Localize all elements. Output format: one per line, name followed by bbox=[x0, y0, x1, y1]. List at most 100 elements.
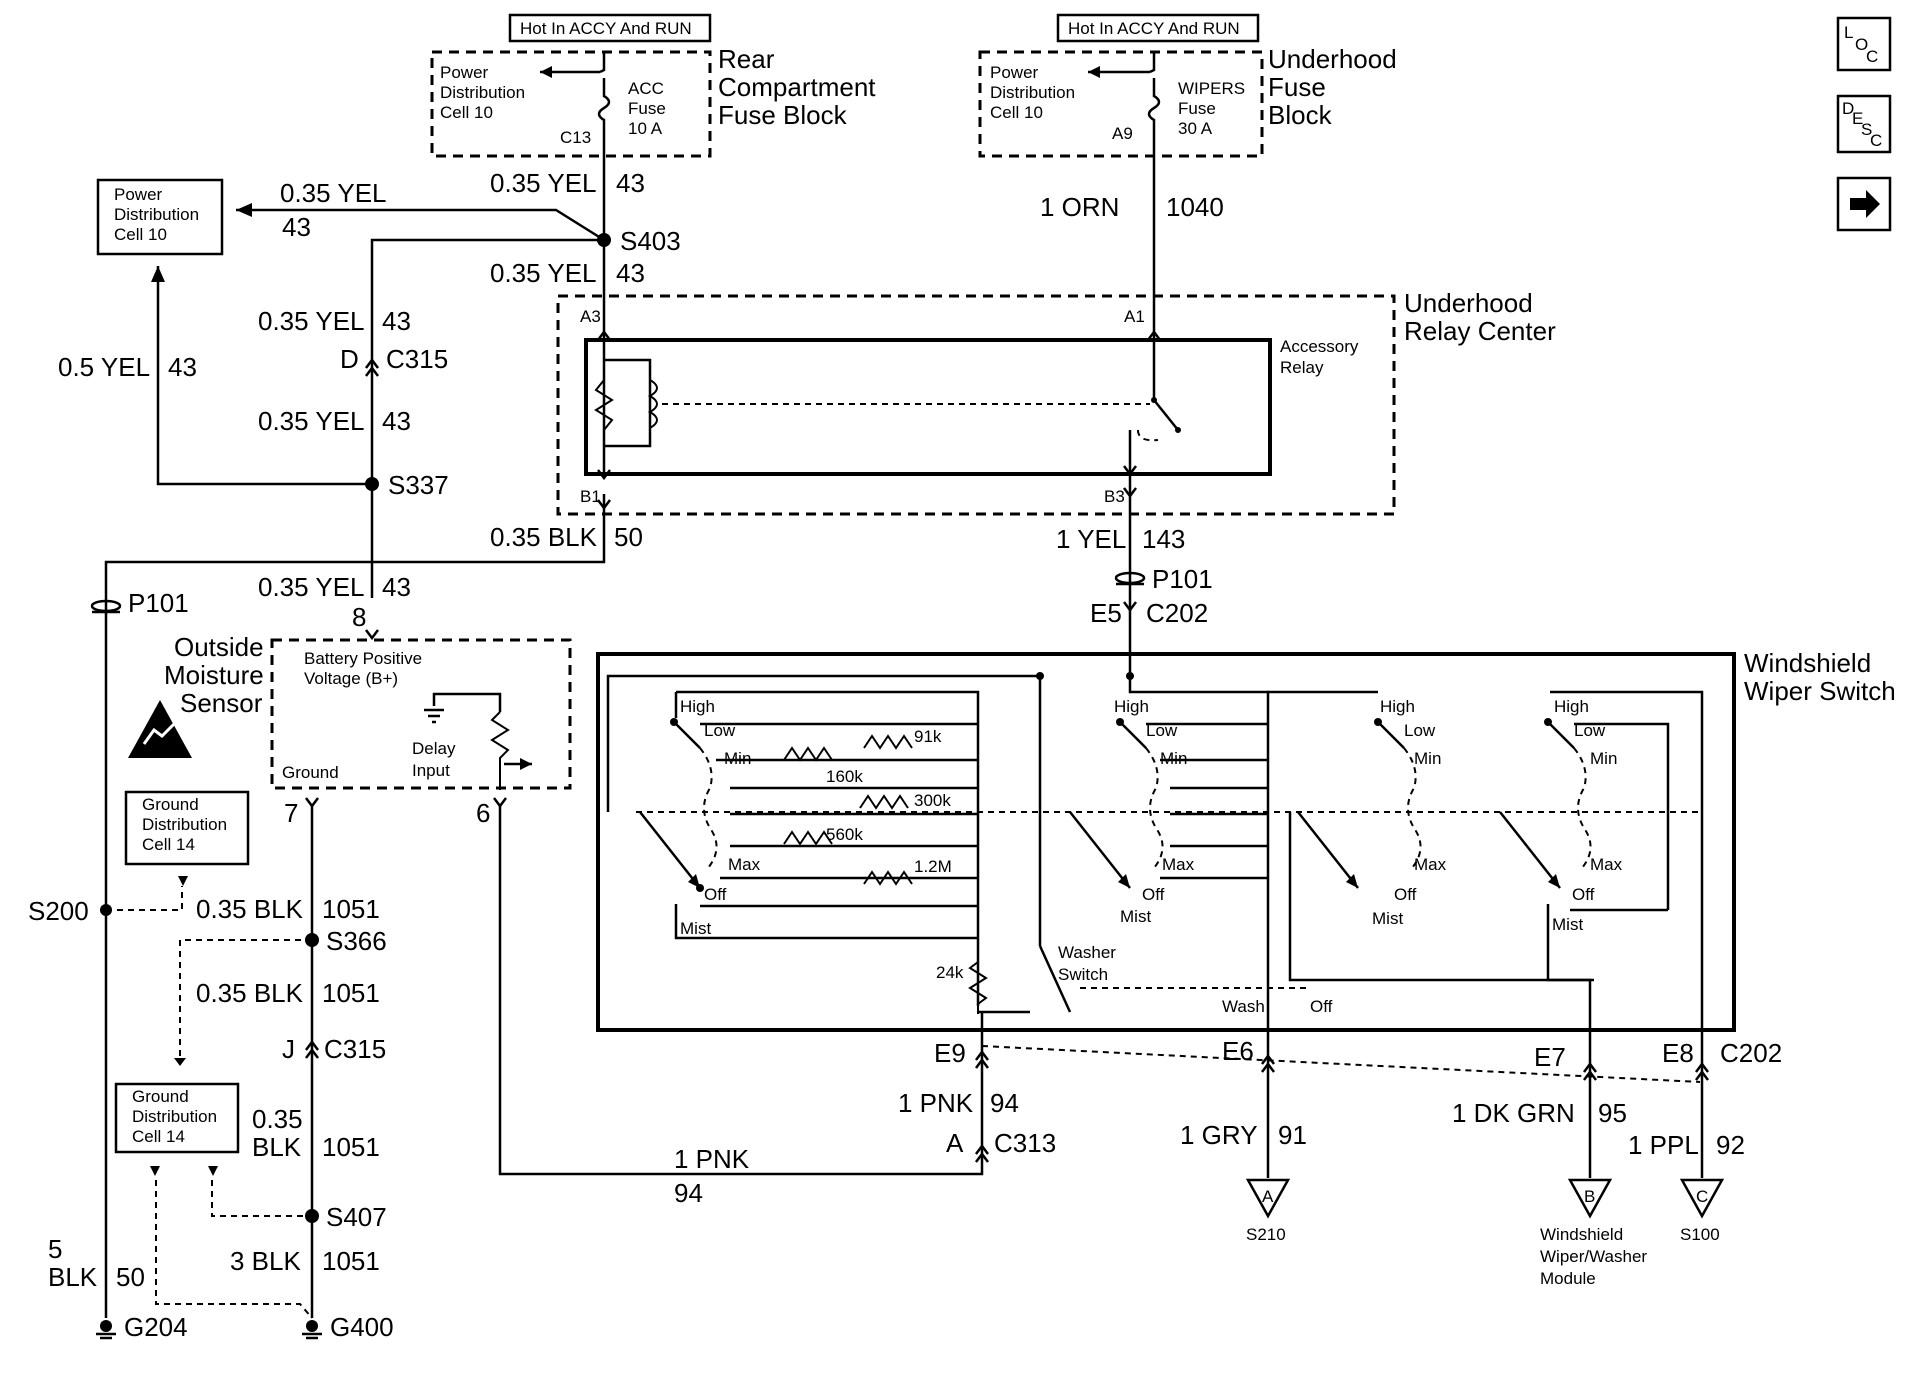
svg-text:S366: S366 bbox=[326, 926, 387, 956]
delay-potentiometer bbox=[490, 711, 510, 790]
svg-text:43: 43 bbox=[616, 168, 645, 198]
svg-text:BLK: BLK bbox=[48, 1262, 98, 1292]
svg-text:Distribution: Distribution bbox=[114, 205, 199, 224]
svg-text:BLK: BLK bbox=[252, 1132, 302, 1162]
svg-text:91: 91 bbox=[1278, 1120, 1307, 1150]
pdc10-a-line1: Power bbox=[440, 63, 489, 82]
svg-text:P101: P101 bbox=[1152, 564, 1213, 594]
svg-text:Block: Block bbox=[1268, 100, 1333, 130]
svg-text:Relay: Relay bbox=[1280, 358, 1324, 377]
svg-text:Module: Module bbox=[1540, 1269, 1596, 1288]
windshield-wiper-switch-box bbox=[596, 652, 1736, 1032]
s100-link-triangle[interactable] bbox=[1679, 1178, 1725, 1219]
svg-text:Battery Positive: Battery Positive bbox=[304, 649, 422, 668]
rear-cfb-label: Rear bbox=[718, 44, 775, 74]
svg-text:Power: Power bbox=[990, 63, 1039, 82]
rear-fuse-block-outline bbox=[430, 50, 712, 158]
svg-text:S403: S403 bbox=[620, 226, 681, 256]
svg-text:O: O bbox=[1855, 35, 1868, 54]
acc-fuse-label: ACC bbox=[628, 79, 664, 98]
svg-text:Accessory: Accessory bbox=[1280, 337, 1359, 356]
svg-text:C: C bbox=[1870, 131, 1882, 150]
svg-text:1 PNK: 1 PNK bbox=[674, 1144, 750, 1174]
svg-text:Max: Max bbox=[728, 855, 761, 874]
s210-link-triangle[interactable] bbox=[1245, 1178, 1291, 1219]
s407-splice bbox=[305, 1209, 319, 1223]
next-arrow-button[interactable] bbox=[1836, 176, 1892, 232]
svg-text:6: 6 bbox=[476, 798, 490, 828]
underhood-fuse-block-outline bbox=[978, 50, 1264, 158]
switch-section-2: High Low Min Max Off Mist Washer Switch bbox=[1038, 690, 1310, 1013]
svg-text:1051: 1051 bbox=[322, 1246, 380, 1276]
loc-button[interactable]: LOC bbox=[1836, 16, 1892, 72]
svg-text:10 A: 10 A bbox=[628, 119, 663, 138]
svg-text:143: 143 bbox=[1142, 524, 1185, 554]
svg-text:43: 43 bbox=[382, 572, 411, 602]
svg-text:Distribution: Distribution bbox=[440, 83, 525, 102]
svg-text:C313: C313 bbox=[994, 1128, 1056, 1158]
svg-text:Underhood: Underhood bbox=[1268, 44, 1397, 74]
svg-text:Underhood: Underhood bbox=[1404, 288, 1533, 318]
g204-ground-icon bbox=[96, 1320, 116, 1340]
svg-text:50: 50 bbox=[614, 522, 643, 552]
svg-text:G400: G400 bbox=[330, 1312, 394, 1342]
svg-text:1.2M: 1.2M bbox=[914, 857, 952, 876]
svg-text:Low: Low bbox=[1404, 721, 1436, 740]
svg-text:Low: Low bbox=[1146, 721, 1178, 740]
svg-text:S: S bbox=[1861, 120, 1872, 139]
wipers-fuse-symbol bbox=[1147, 78, 1161, 300]
svg-text:1051: 1051 bbox=[322, 1132, 380, 1162]
g400-ground-icon bbox=[302, 1320, 322, 1340]
pdc10-box-left bbox=[96, 178, 224, 256]
gdc14-box-b bbox=[114, 1082, 240, 1154]
svg-text:Distribution: Distribution bbox=[990, 83, 1075, 102]
svg-text:Ground: Ground bbox=[142, 795, 199, 814]
svg-text:Max: Max bbox=[1162, 855, 1195, 874]
svg-text:High: High bbox=[680, 697, 715, 716]
svg-text:High: High bbox=[1554, 697, 1589, 716]
switch-section-3: High Low Min Max Off Mist Wash Off bbox=[1222, 690, 1594, 1016]
svg-text:Mist: Mist bbox=[1552, 915, 1583, 934]
svg-text:Ground: Ground bbox=[282, 763, 339, 782]
svg-text:Wash: Wash bbox=[1222, 997, 1265, 1016]
svg-text:1 GRY: 1 GRY bbox=[1180, 1120, 1258, 1150]
svg-text:Max: Max bbox=[1414, 855, 1447, 874]
svg-text:160k: 160k bbox=[826, 767, 863, 786]
svg-text:Fuse: Fuse bbox=[628, 99, 666, 118]
svg-text:0.35 YEL: 0.35 YEL bbox=[490, 258, 597, 288]
underhood-relay-center-outline bbox=[556, 294, 1396, 516]
svg-text:Moisture: Moisture bbox=[164, 660, 264, 690]
svg-text:C: C bbox=[1866, 47, 1878, 66]
svg-text:Min: Min bbox=[1160, 749, 1187, 768]
svg-text:7: 7 bbox=[284, 798, 298, 828]
switch-section-4: High Low Min Max Off Mist bbox=[1499, 690, 1704, 1056]
svg-text:Cell 14: Cell 14 bbox=[132, 1127, 185, 1146]
svg-text:43: 43 bbox=[382, 306, 411, 336]
svg-text:Off: Off bbox=[1310, 997, 1333, 1016]
svg-text:300k: 300k bbox=[914, 791, 951, 810]
svg-text:High: High bbox=[1380, 697, 1415, 716]
svg-text:Voltage (B+): Voltage (B+) bbox=[304, 669, 398, 688]
svg-text:Relay Center: Relay Center bbox=[1404, 316, 1556, 346]
svg-text:Sensor: Sensor bbox=[180, 688, 263, 718]
svg-text:Outside: Outside bbox=[174, 632, 264, 662]
svg-text:Windshield: Windshield bbox=[1744, 648, 1871, 678]
internal-ground-icon bbox=[424, 708, 444, 724]
svg-text:S407: S407 bbox=[326, 1202, 387, 1232]
svg-text:50: 50 bbox=[116, 1262, 145, 1292]
svg-text:S100: S100 bbox=[1680, 1225, 1720, 1244]
svg-text:Wiper Switch: Wiper Switch bbox=[1744, 676, 1896, 706]
svg-text:94: 94 bbox=[674, 1178, 703, 1208]
wwm-link-triangle[interactable] bbox=[1567, 1178, 1613, 1219]
s200-splice bbox=[100, 904, 112, 916]
svg-text:Max: Max bbox=[1590, 855, 1623, 874]
svg-text:95: 95 bbox=[1598, 1098, 1627, 1128]
svg-text:1051: 1051 bbox=[322, 894, 380, 924]
svg-text:1040: 1040 bbox=[1166, 192, 1224, 222]
gdc14-box-a bbox=[124, 790, 250, 866]
svg-text:Compartment: Compartment bbox=[718, 72, 876, 102]
c315-d-connector bbox=[365, 357, 379, 377]
svg-text:Off: Off bbox=[704, 885, 727, 904]
